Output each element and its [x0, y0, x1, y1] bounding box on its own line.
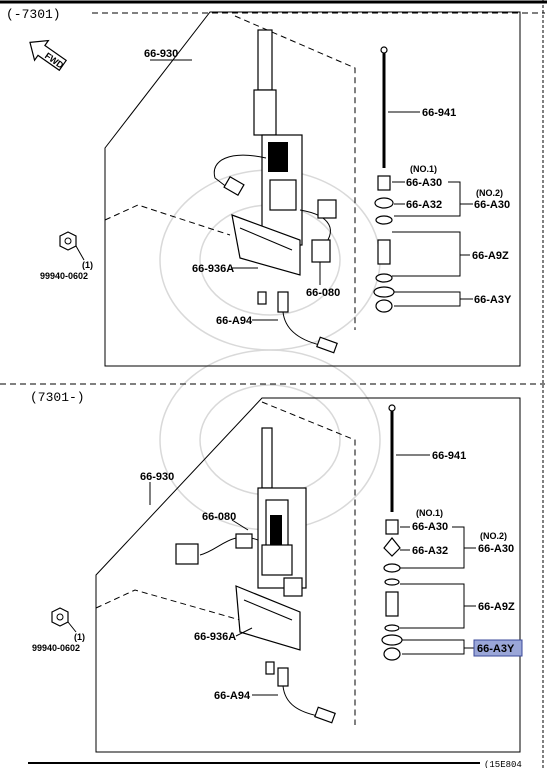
label-66-930: 66-930: [144, 48, 178, 60]
highlight-66-A3Y: [473, 639, 523, 657]
label-66-941: 66-941: [422, 107, 456, 119]
label-66-A32: 66-A32: [412, 545, 448, 557]
phantom-line: [104, 204, 231, 236]
label-66-080: 66-080: [202, 511, 236, 523]
label-66-936A: 66-936A: [192, 263, 234, 275]
footer-code: (15E804: [484, 760, 522, 768]
label-66-A3Y: 66-A3Y: [474, 294, 512, 306]
antenna-cable-66-A94: [257, 291, 338, 354]
mast-and-small-parts: [373, 46, 395, 313]
leader-lines: [67, 454, 476, 696]
fwd-arrow-icon: FWD: [29, 39, 68, 72]
antenna-motor-unit: [213, 29, 303, 246]
bracket-66-936A: [231, 214, 301, 276]
bracket-66-936A: [235, 585, 301, 651]
assembly-outline: [95, 397, 521, 753]
label-no1: (NO.1): [416, 508, 443, 518]
label-66-A3Y: 66-A3Y: [477, 643, 515, 655]
mast-and-small-parts: [381, 404, 403, 661]
label-66-A30: 66-A30: [412, 521, 448, 533]
antenna-motor-unit: [257, 427, 307, 597]
label-66-936A: 66-936A: [194, 631, 236, 643]
label-66-941: 66-941: [432, 450, 466, 462]
label-66-A94: 66-A94: [216, 315, 253, 327]
label-no2: (NO.2): [476, 188, 503, 198]
label-66-080: 66-080: [306, 287, 340, 299]
label-66-A9Z: 66-A9Z: [472, 250, 509, 262]
section-early: (-7301) FWD: [6, 7, 545, 367]
bolt-99940-0602: [51, 607, 69, 627]
section-range-label: (7301-): [30, 390, 85, 405]
label-no1: (NO.1): [410, 164, 437, 174]
label-66-A30-no2: 66-A30: [478, 543, 514, 555]
label-66-A94: 66-A94: [214, 690, 251, 702]
label-66-A30: 66-A30: [406, 177, 442, 189]
phantom-line: [95, 589, 241, 621]
antenna-cable-66-A94: [265, 661, 336, 724]
label-qty: (1): [74, 632, 85, 642]
svg-text:FWD: FWD: [43, 51, 66, 71]
assembly-outline: [104, 11, 521, 367]
wiring-harness-66-080: [175, 533, 259, 565]
section-late: (7301-): [0, 383, 545, 753]
label-66-A32: 66-A32: [406, 199, 442, 211]
bolt-99940-0602: [59, 231, 77, 251]
label-66-930: 66-930: [140, 471, 174, 483]
leader-lines: [75, 59, 473, 321]
label-66-A30-no2: 66-A30: [474, 199, 510, 211]
label-66-A9Z: 66-A9Z: [478, 601, 515, 613]
phantom-line: [261, 401, 356, 725]
label-99940-0602: 99940-0602: [32, 643, 80, 653]
label-99940-0602: 99940-0602: [40, 271, 88, 281]
label-no2: (NO.2): [480, 531, 507, 541]
label-qty: (1): [82, 260, 93, 270]
section-range-label: (-7301): [6, 7, 61, 22]
wiring-harness-66-080: [299, 199, 337, 263]
phantom-line: [234, 15, 356, 330]
